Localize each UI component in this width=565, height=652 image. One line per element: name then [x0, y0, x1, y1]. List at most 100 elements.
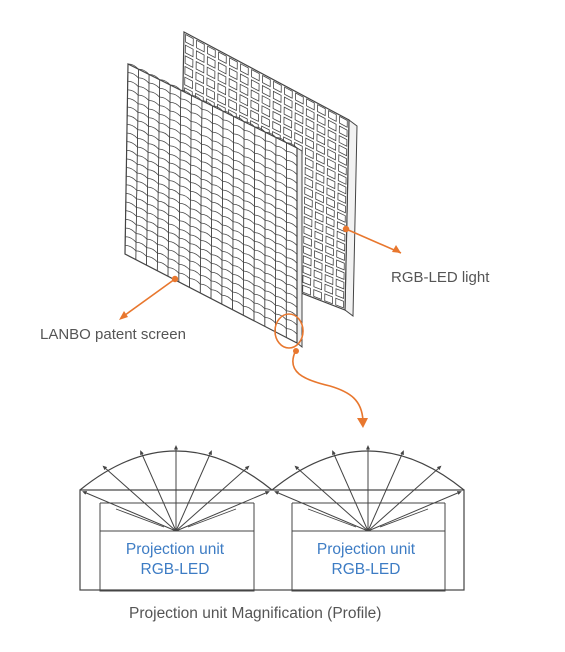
led-cell	[206, 77, 216, 90]
callout-rgb-led	[342, 225, 402, 254]
led-cell	[228, 98, 237, 112]
led-cell	[240, 63, 249, 76]
light-ray	[140, 450, 177, 532]
led-cell	[239, 93, 249, 107]
led-cell	[295, 92, 304, 105]
light-ray	[332, 450, 369, 532]
led-cell	[316, 143, 325, 155]
led-cell	[313, 259, 323, 271]
led-cell	[284, 86, 293, 99]
screen-cell	[286, 213, 298, 228]
led-cell	[217, 93, 226, 106]
led-cell	[283, 96, 293, 109]
led-cell	[336, 249, 345, 262]
led-cell	[338, 144, 348, 157]
led-cell	[184, 44, 194, 58]
led-cell	[262, 74, 271, 88]
led-cell	[206, 66, 216, 80]
led-cell	[195, 82, 204, 95]
led-cell	[326, 196, 335, 209]
led-cell	[250, 89, 260, 102]
led-cell	[305, 127, 315, 140]
light-ray	[82, 491, 177, 532]
led-cell	[315, 162, 325, 175]
led-cell	[325, 216, 335, 228]
side-ray	[307, 508, 357, 528]
led-cell	[303, 225, 313, 238]
led-cell	[294, 131, 303, 144]
led-cell	[338, 125, 348, 138]
led-cell	[335, 297, 344, 309]
led-cell	[304, 157, 314, 169]
led-cell	[316, 133, 326, 146]
unit-1-led: RGB-LED	[140, 561, 210, 578]
led-cell	[324, 274, 334, 286]
led-cell	[294, 112, 304, 125]
projection-unit-2	[271, 445, 465, 592]
magnify-callout	[274, 313, 368, 428]
light-ray	[175, 450, 212, 532]
screen-cell	[285, 239, 298, 255]
led-cell	[324, 293, 333, 305]
led-cell	[250, 109, 259, 123]
led-cell	[302, 255, 312, 267]
led-cell	[196, 39, 205, 53]
led-cell	[337, 173, 347, 185]
led-cell	[304, 196, 313, 208]
led-cell	[228, 67, 238, 81]
led-cell	[304, 166, 314, 179]
led-cell	[261, 105, 271, 118]
led-cell	[335, 268, 345, 280]
led-cell	[251, 68, 260, 82]
side-ray	[379, 508, 429, 528]
led-cell	[305, 147, 314, 160]
screen-cell	[285, 248, 298, 264]
led-cell	[302, 284, 311, 296]
led-cell	[305, 117, 315, 130]
led-cell	[326, 177, 336, 190]
led-cell	[272, 120, 281, 134]
led-cell	[326, 187, 336, 199]
led-cell	[324, 264, 334, 276]
led-cell	[325, 245, 334, 257]
led-cell	[239, 104, 248, 117]
led-cell	[313, 269, 323, 281]
light-ray	[367, 450, 404, 532]
led-cell	[302, 265, 312, 277]
led-cell	[303, 215, 313, 228]
led-cell	[250, 99, 260, 112]
screen-cell	[286, 186, 298, 202]
side-ray	[115, 508, 165, 528]
unit-2-led: RGB-LED	[331, 561, 401, 578]
led-cell	[327, 129, 337, 142]
led-cell	[206, 87, 215, 101]
led-cell	[327, 119, 337, 132]
lanbo-screen-panel	[124, 63, 303, 349]
led-cell	[239, 83, 249, 97]
led-cell	[283, 126, 292, 139]
screen-cell	[285, 257, 298, 273]
led-cell	[228, 88, 238, 101]
led-cell	[338, 154, 347, 166]
led-cell	[339, 115, 348, 128]
screen-cell	[285, 266, 298, 281]
screen-cell	[286, 160, 298, 175]
led-cell	[306, 98, 315, 111]
light-ray	[367, 491, 462, 532]
unit-2-title: Projection unit	[316, 541, 416, 558]
led-cell	[316, 123, 326, 136]
screen-cell	[286, 195, 298, 210]
led-cell	[294, 122, 304, 135]
led-cell	[327, 148, 336, 161]
led-cell	[316, 152, 325, 165]
screen-cell	[286, 222, 298, 237]
led-cell	[304, 176, 314, 189]
led-cell	[304, 186, 313, 199]
led-cell	[314, 250, 323, 262]
led-cell	[325, 235, 335, 247]
led-cell	[316, 113, 326, 126]
led-cell	[327, 158, 336, 171]
led-cell	[185, 33, 194, 47]
led-cell	[303, 206, 313, 218]
led-cell	[314, 240, 323, 252]
